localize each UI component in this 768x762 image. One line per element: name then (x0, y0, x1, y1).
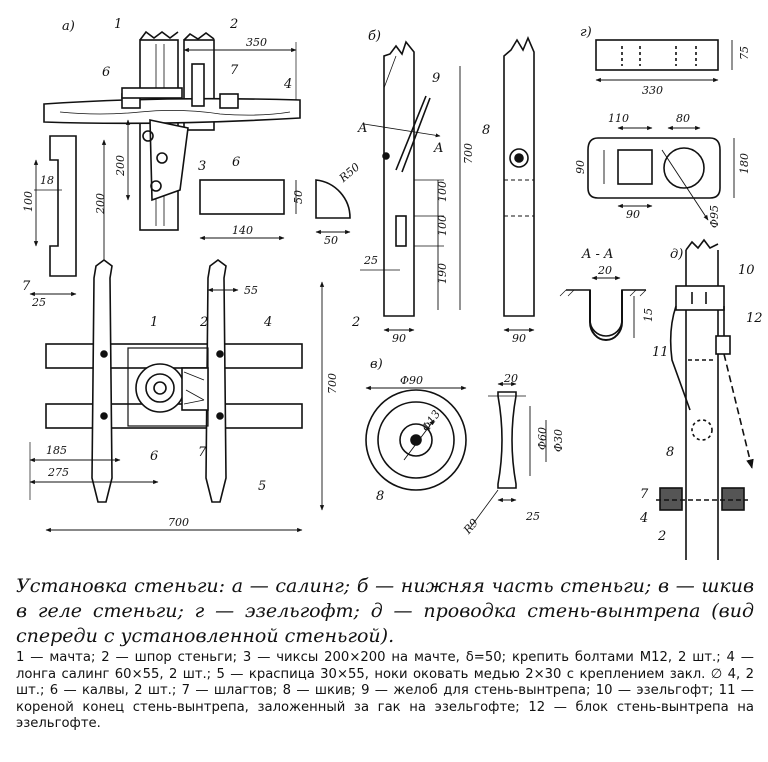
figure-caption-legend: 1 — мачта; 2 — шпор стеньги; 3 — чиксы 2… (16, 650, 754, 732)
dim-200b: 200 (94, 193, 107, 215)
dim-v-20: 20 (503, 372, 518, 385)
dim-v-phi30: Φ30 (552, 429, 565, 452)
dim-g-180: 180 (738, 153, 751, 174)
panel-label-g: г) (580, 25, 592, 40)
part-number-2: 2 (229, 17, 238, 32)
part-number-6: 6 (102, 65, 110, 80)
dim-55: 55 (244, 284, 258, 297)
technical-drawing: а) б) в) г) д) A - A A A 1 2 3 4 6 7 6 7… (22, 17, 763, 560)
dim-140: 140 (232, 224, 253, 237)
part-number-1b: 1 (150, 315, 158, 330)
dim-g-90b: 90 (626, 208, 640, 221)
part-number-1: 1 (114, 17, 122, 32)
dim-aa-15: 15 (642, 308, 655, 322)
dim-100: 100 (22, 191, 35, 212)
dim-b-100b: 100 (436, 215, 449, 236)
part-number-2c: 2 (351, 315, 360, 330)
panel-b-front (503, 35, 535, 333)
figure-caption-title: Установка стеньги: а — салинг; б — нижня… (16, 575, 754, 647)
dim-g-330: 330 (642, 84, 663, 97)
dim-v-r9: R9 (460, 516, 480, 537)
dim-18: 18 (40, 174, 54, 187)
panel-b-side (360, 40, 461, 333)
panel-g-cap (587, 39, 735, 221)
part-number-7b: 7 (22, 279, 31, 294)
dim-v-25: 25 (525, 510, 540, 523)
dim-v-phi60: Φ60 (536, 427, 549, 450)
dim-350: 350 (246, 36, 267, 49)
panel-a-plan (29, 259, 325, 533)
dim-50: 50 (292, 190, 305, 204)
panel-a-elevation (43, 30, 301, 231)
part-number-2d: 2 (657, 529, 666, 544)
part-number-5: 5 (258, 479, 266, 494)
part-number-8: 8 (482, 123, 490, 138)
dim-700h: 700 (326, 373, 339, 394)
part-number-4: 4 (283, 77, 292, 92)
part-number-6c: 6 (150, 449, 158, 464)
section-mark-right: A (433, 141, 443, 156)
part-number-4b: 4 (263, 315, 272, 330)
dim-185: 185 (46, 444, 67, 457)
part-number-10: 10 (738, 263, 755, 278)
part-number-7: 7 (230, 63, 239, 78)
panel-label-d: д) (670, 247, 683, 262)
part-number-3: 3 (198, 159, 206, 174)
part-number-7d: 7 (640, 487, 649, 502)
part-number-7c: 7 (198, 445, 207, 460)
dim-b-90: 90 (392, 332, 406, 345)
part-number-12: 12 (746, 311, 763, 326)
dim-g-80: 80 (676, 112, 690, 125)
part-number-11: 11 (652, 345, 669, 360)
dim-g-110: 110 (608, 112, 629, 125)
dim-b-25: 25 (363, 254, 378, 267)
dim-g-90: 90 (574, 160, 587, 174)
part-number-6b: 6 (232, 155, 240, 170)
part-number-4c: 4 (639, 511, 648, 526)
dim-50b: 50 (324, 234, 338, 247)
part-number-9: 9 (432, 71, 440, 86)
panel-v-sheave (365, 381, 547, 529)
part-number-8b: 8 (376, 489, 384, 504)
panel-a-details (29, 135, 351, 297)
dim-b-90b: 90 (512, 332, 526, 345)
panel-d-rope-lead (656, 238, 754, 560)
dim-b-190: 190 (436, 263, 449, 284)
panel-label-a: а) (62, 19, 75, 34)
dim-v-phi90: Φ90 (400, 374, 423, 387)
dim-aa-20: 20 (597, 264, 612, 277)
dim-g-phi95: Φ95 (708, 205, 721, 228)
part-number-2b: 2 (199, 315, 208, 330)
section-label: A - A (581, 247, 613, 262)
part-number-8c: 8 (666, 445, 674, 460)
section-mark-left: A (357, 121, 367, 136)
dim-r50: R50 (336, 160, 362, 185)
dim-b-100: 100 (436, 181, 449, 202)
dim-700w: 700 (168, 516, 189, 529)
panel-section-aa (559, 275, 647, 341)
dim-g-75: 75 (738, 46, 751, 60)
panel-label-b: б) (368, 29, 381, 44)
dim-275: 275 (47, 466, 69, 479)
dim-25: 25 (31, 296, 46, 309)
dim-b-700: 700 (462, 143, 475, 164)
panel-label-v: в) (370, 357, 383, 372)
dim-200: 200 (114, 155, 127, 177)
